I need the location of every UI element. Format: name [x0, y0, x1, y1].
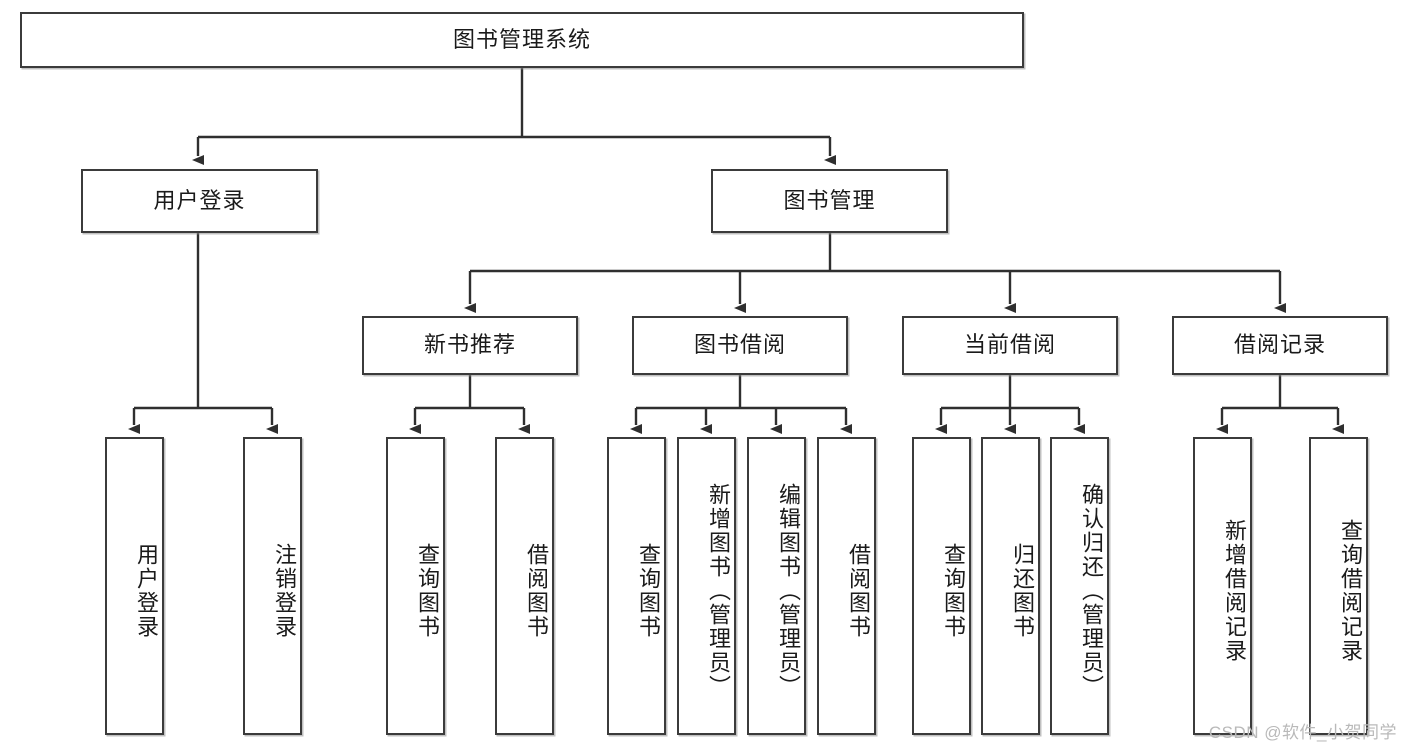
node-leaf-add-record[interactable]: 新增借阅记录: [1193, 437, 1252, 735]
node-leaf-user-login[interactable]: 用户登录: [105, 437, 164, 735]
node-leaf-logout[interactable]: 注销登录: [243, 437, 302, 735]
node-leaf-query-book-3-label: 查询图书: [941, 543, 966, 639]
node-leaf-borrow-book-2[interactable]: 借阅图书: [817, 437, 876, 735]
node-leaf-add-book[interactable]: 新增图书（管理员）: [677, 437, 736, 735]
node-book-manage-label: 图书管理: [783, 187, 876, 213]
node-leaf-return-book-label: 归还图书: [1010, 543, 1035, 639]
node-leaf-edit-book-label: 编辑图书（管理员）: [776, 483, 801, 699]
node-book-borrow[interactable]: 图书借阅: [632, 316, 848, 375]
node-current-borrow[interactable]: 当前借阅: [902, 316, 1118, 375]
node-user-login-label: 用户登录: [153, 187, 246, 213]
node-user-login[interactable]: 用户登录: [81, 169, 318, 233]
node-leaf-query-record-label: 查询借阅记录: [1338, 519, 1363, 663]
node-leaf-borrow-book-2-label: 借阅图书: [846, 543, 871, 639]
node-leaf-query-record[interactable]: 查询借阅记录: [1309, 437, 1368, 735]
node-leaf-user-login-label: 用户登录: [134, 543, 159, 639]
node-book-manage[interactable]: 图书管理: [711, 169, 948, 233]
node-leaf-query-book-2-label: 查询图书: [636, 543, 661, 639]
node-new-book-recommend-label: 新书推荐: [423, 332, 516, 358]
node-current-borrow-label: 当前借阅: [963, 332, 1056, 358]
node-leaf-borrow-book-1-label: 借阅图书: [524, 543, 549, 639]
csdn-watermark: CSDN @软件_小贺同学: [1208, 723, 1397, 742]
node-leaf-borrow-book-1[interactable]: 借阅图书: [495, 437, 554, 735]
node-leaf-query-book-3[interactable]: 查询图书: [912, 437, 971, 735]
node-leaf-query-book-1[interactable]: 查询图书: [386, 437, 445, 735]
node-new-book-recommend[interactable]: 新书推荐: [362, 316, 578, 375]
node-leaf-add-book-label: 新增图书（管理员）: [706, 483, 731, 699]
node-leaf-confirm-return-label: 确认归还（管理员）: [1079, 483, 1104, 699]
node-leaf-return-book[interactable]: 归还图书: [981, 437, 1040, 735]
node-leaf-logout-label: 注销登录: [272, 543, 297, 639]
node-leaf-add-record-label: 新增借阅记录: [1222, 519, 1247, 663]
node-borrow-record-label: 借阅记录: [1233, 332, 1326, 358]
node-root-label: 图书管理系统: [452, 26, 591, 52]
node-borrow-record[interactable]: 借阅记录: [1172, 316, 1388, 375]
node-leaf-confirm-return[interactable]: 确认归还（管理员）: [1050, 437, 1109, 735]
node-root-system[interactable]: 图书管理系统: [20, 12, 1024, 68]
node-leaf-query-book-1-label: 查询图书: [415, 543, 440, 639]
node-leaf-query-book-2[interactable]: 查询图书: [607, 437, 666, 735]
node-leaf-edit-book[interactable]: 编辑图书（管理员）: [747, 437, 806, 735]
node-book-borrow-label: 图书借阅: [693, 332, 786, 358]
